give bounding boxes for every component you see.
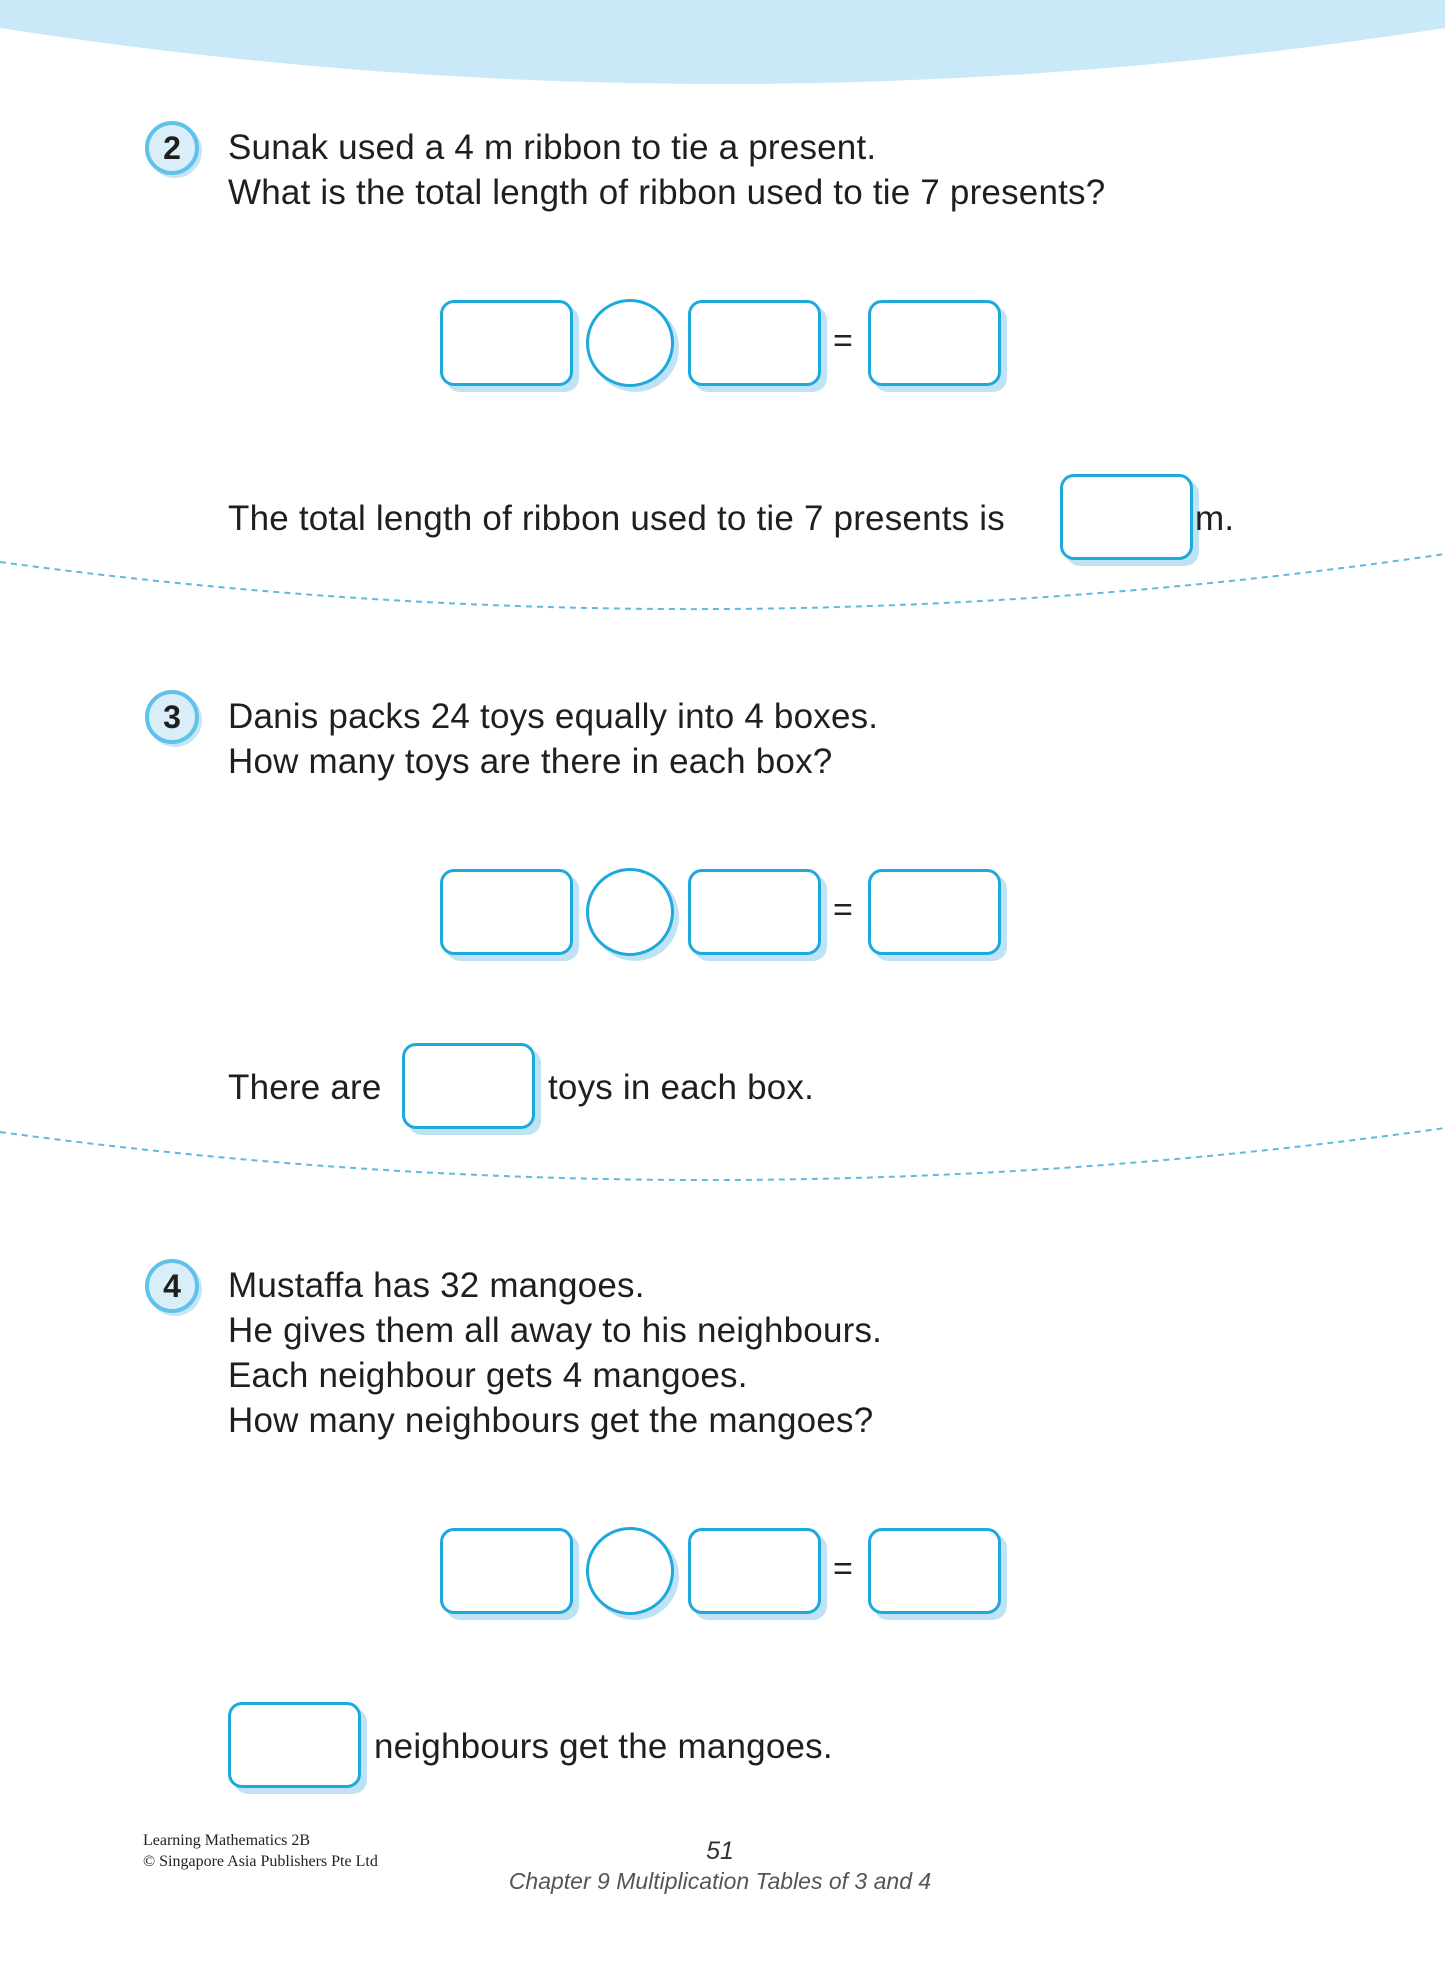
answer-sentence-start: The total length of ribbon used to tie 7… <box>228 499 1005 538</box>
result-box[interactable] <box>868 300 1001 386</box>
equals-sign: = <box>833 1550 853 1588</box>
operand-box-2[interactable] <box>688 1528 821 1614</box>
question-line: Danis packs 24 toys equally into 4 boxes… <box>228 697 879 736</box>
question-line: He gives them all away to his neighbours… <box>228 1311 883 1350</box>
equals-sign: = <box>833 891 853 929</box>
question-line: How many toys are there in each box? <box>228 742 833 781</box>
answer-sentence-end: neighbours get the mangoes. <box>374 1727 833 1766</box>
operator-circle[interactable] <box>586 1527 674 1615</box>
question-text: Danis packs 24 toys equally into 4 boxes… <box>228 694 878 784</box>
operand-box-1[interactable] <box>440 869 573 955</box>
question-line: Mustaffa has 32 mangoes. <box>228 1266 645 1305</box>
book-title: Learning Mathematics 2B <box>143 1832 311 1849</box>
operator-circle[interactable] <box>586 868 674 956</box>
answer-sentence-end: m. <box>1195 499 1235 538</box>
question-line: What is the total length of ribbon used … <box>228 173 1106 212</box>
section-divider-2 <box>0 1127 1445 1182</box>
answer-box[interactable] <box>228 1702 361 1788</box>
answer-sentence-end: toys in each box. <box>548 1068 815 1107</box>
operand-box-2[interactable] <box>688 300 821 386</box>
operand-box-1[interactable] <box>440 1528 573 1614</box>
question-number-badge: 3 <box>145 690 199 744</box>
answer-box[interactable] <box>402 1043 535 1129</box>
header-band <box>0 0 1445 84</box>
answer-sentence-start: There are <box>228 1068 382 1107</box>
section-divider-1 <box>0 553 1445 611</box>
operand-box-2[interactable] <box>688 869 821 955</box>
question-text: Sunak used a 4 m ribbon to tie a present… <box>228 125 1105 215</box>
result-box[interactable] <box>868 1528 1001 1614</box>
footer-credits: Learning Mathematics 2B © Singapore Asia… <box>143 1830 378 1872</box>
question-number-badge: 4 <box>145 1259 199 1313</box>
operator-circle[interactable] <box>586 299 674 387</box>
question-line: Each neighbour gets 4 mangoes. <box>228 1356 748 1395</box>
chapter-title: Chapter 9 Multiplication Tables of 3 and… <box>508 1868 932 1894</box>
copyright-line: © Singapore Asia Publishers Pte Ltd <box>143 1853 378 1870</box>
answer-box[interactable] <box>1060 474 1193 560</box>
equals-sign: = <box>833 322 853 360</box>
question-text: Mustaffa has 32 mangoes. He gives them a… <box>228 1263 882 1443</box>
question-line: How many neighbours get the mangoes? <box>228 1401 874 1440</box>
result-box[interactable] <box>868 869 1001 955</box>
operand-box-1[interactable] <box>440 300 573 386</box>
question-line: Sunak used a 4 m ribbon to tie a present… <box>228 128 877 167</box>
page-number: 51 <box>706 1837 734 1865</box>
question-number-badge: 2 <box>145 121 199 175</box>
